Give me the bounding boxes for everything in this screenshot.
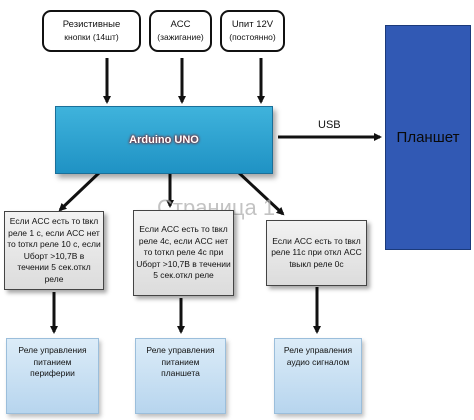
- input-label-line1: Резистивные: [62, 19, 121, 30]
- relay-label-line1: Реле управления: [146, 345, 215, 355]
- input-label-line2: кнопки (14шт): [64, 32, 119, 42]
- input-power-12v: Uпит 12V (постоянно): [220, 10, 285, 52]
- usb-label: USB: [318, 119, 341, 131]
- tablet-label: Планшет: [396, 129, 460, 146]
- input-label-line2: (постоянно): [229, 32, 276, 42]
- input-label-line2: (зажигание): [157, 32, 204, 42]
- relay-audio: Реле управления аудио сигналом: [274, 338, 362, 414]
- logic-text: Если ACC есть то tвкл реле 1 с, если ACC…: [7, 216, 101, 284]
- relay-label-line3: периферии: [30, 368, 75, 378]
- arrow-arduino-to-logic-3: [236, 170, 285, 216]
- input-resistive-buttons: Резистивные кнопки (14шт): [42, 10, 141, 52]
- relay-label-line2: аудио сигналом: [286, 356, 350, 367]
- relay-label-line2: питанием: [161, 356, 200, 367]
- relay-label-line1: Реле управления: [18, 345, 87, 355]
- logic-block-3: Если ACC есть то tвкл реле 11с при откл …: [266, 220, 367, 286]
- relay-label-line3: планшета: [161, 368, 200, 378]
- input-label-line1: Uпит 12V: [231, 19, 274, 30]
- relay-label-line1: Реле управления: [283, 345, 353, 355]
- relay-label-line2: питанием: [33, 356, 72, 367]
- input-label-line1: ACC: [170, 19, 191, 30]
- arduino-uno-block: Arduino UNO: [55, 106, 273, 174]
- logic-block-2: Если ACC есть то tвкл реле 4с, если ACC …: [133, 210, 234, 296]
- arduino-label: Arduino UNO: [129, 134, 199, 146]
- relay-tablet-power: Реле управления питанием планшета: [135, 338, 226, 414]
- relay-peripherals: Реле управления питанием периферии: [6, 338, 99, 414]
- tablet-block: Планшет: [385, 25, 471, 250]
- logic-block-1: Если ACC есть то tвкл реле 1 с, если ACC…: [4, 211, 104, 290]
- logic-text: Если ACC есть то tвкл реле 11с при откл …: [271, 235, 362, 269]
- logic-text: Если ACC есть то tвкл реле 4с, если ACC …: [136, 224, 231, 281]
- input-acc: ACC (зажигание): [149, 10, 212, 52]
- arrow-arduino-to-logic-1: [58, 170, 102, 212]
